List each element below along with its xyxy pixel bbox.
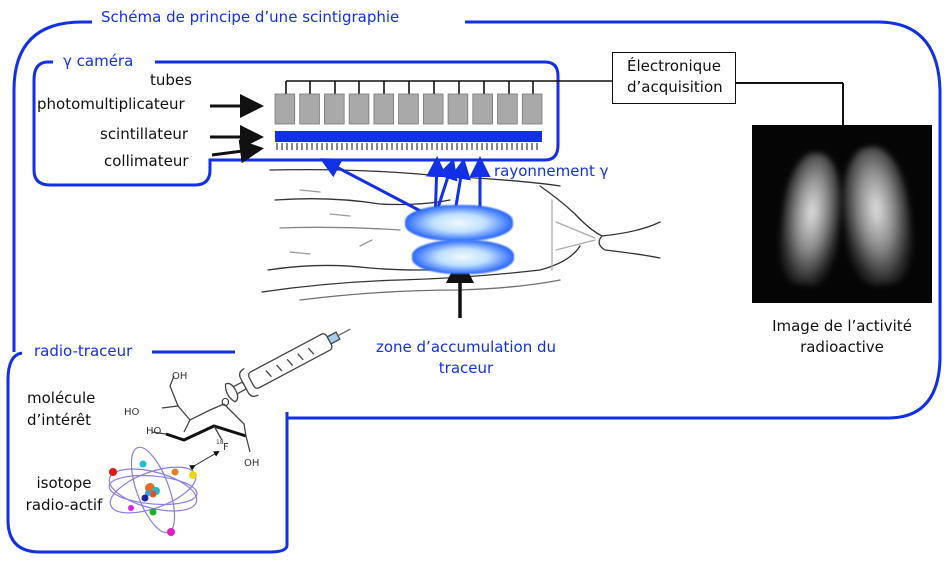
chem-o-ring: O <box>221 396 230 409</box>
diagram-title: Schéma de principe d’une scintigraphie <box>101 8 400 26</box>
molecule-label-line2: d’intérêt <box>27 410 92 429</box>
photomultiplier-tube <box>348 93 370 125</box>
chem-ho-left: HO <box>124 407 140 418</box>
scintillator-bar <box>275 131 542 142</box>
photomultiplier-tube <box>373 93 395 125</box>
chem-fluorine: F <box>223 442 229 453</box>
outer-frame <box>12 20 92 352</box>
accumulation-label-line1: zone d’accumulation du <box>375 338 557 356</box>
accumulation-label: zone d’accumulation du traceur <box>366 338 566 378</box>
photomultiplier-tube <box>497 93 518 125</box>
image-caption-line2: radioactive <box>800 338 884 357</box>
image-caption: Image de l’activité radioactive <box>752 317 932 357</box>
photomultiplier-tube <box>447 93 469 125</box>
molecule-label-line1: molécule <box>27 389 96 407</box>
collimator-teeth <box>276 143 538 150</box>
collimator-label: collimateur <box>104 152 189 170</box>
isotope-label: isotope radio-actif <box>20 473 108 517</box>
tubes-label-line2: photomultiplicateur <box>37 95 185 113</box>
photomultiplier-tube <box>324 93 345 125</box>
chem-oh-top: OH <box>172 371 188 382</box>
isotope-label-line1: isotope <box>36 474 92 492</box>
molecule-label: molécule d’intérêt <box>27 388 95 432</box>
accumulation-hotspot-lower <box>412 240 514 274</box>
fdg-molecule <box>151 375 251 471</box>
electronics-box: Électronique d’acquisition <box>612 52 736 104</box>
arrow-collimator <box>211 139 264 164</box>
camera-frame <box>32 60 560 187</box>
outer-frame-right <box>6 20 942 554</box>
chem-oh-bottom: OH <box>244 458 260 469</box>
photomultiplier-tube <box>472 93 493 125</box>
photomultiplier-tube <box>398 93 419 125</box>
atom-icon <box>108 446 198 536</box>
tracer-label: radio-traceur <box>34 342 133 360</box>
isotope-label-line2: radio-actif <box>25 495 103 514</box>
chem-fluorine-mass: 18 <box>216 439 224 446</box>
photomultiplier-tubes <box>274 93 543 125</box>
electronics-line1: Électronique <box>627 57 721 75</box>
tube-wiring <box>285 80 612 94</box>
accumulation-label-line2: traceur <box>438 359 494 378</box>
camera-label: γ caméra <box>63 52 134 70</box>
photomultiplier-tube <box>521 93 543 125</box>
syringe-icon <box>224 328 351 403</box>
left-lung-activity <box>775 150 847 288</box>
scintillator-label: scintillateur <box>100 125 189 143</box>
gamma-radiation-label: rayonnement γ <box>494 162 609 180</box>
image-caption-line1: Image de l’activité <box>772 317 912 335</box>
accumulation-hotspot-upper <box>405 205 513 241</box>
right-lung-activity <box>836 143 918 289</box>
chem-ho-lower: HO <box>146 426 162 437</box>
electronics-line2: d’acquisition <box>627 78 723 96</box>
photomultiplier-tube <box>274 93 296 125</box>
tubes-label-line1: tubes <box>150 71 192 89</box>
photomultiplier-tube <box>299 93 320 125</box>
photomultiplier-tube <box>422 93 444 125</box>
scintigraphy-image <box>752 125 932 303</box>
